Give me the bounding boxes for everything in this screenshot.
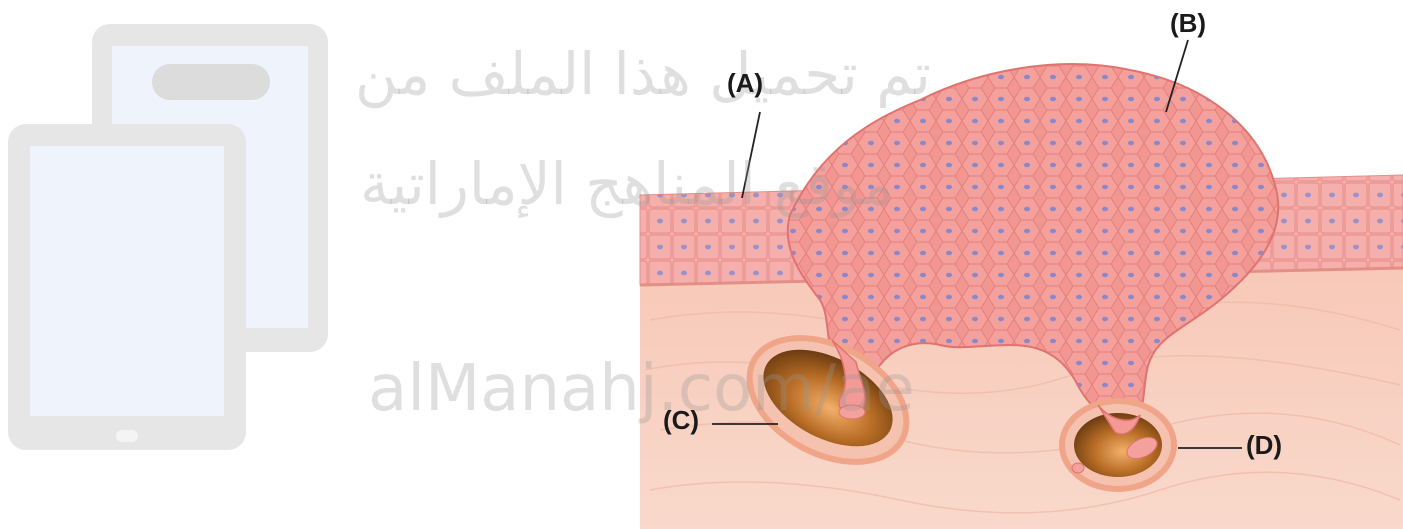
blood-vessel-d	[1062, 401, 1174, 489]
leader-line-a	[742, 112, 760, 198]
label-a: (A)	[727, 68, 763, 99]
label-d: (D)	[1246, 430, 1282, 461]
label-b: (B)	[1170, 8, 1206, 39]
tumor-cell-in-vessel-c	[839, 405, 865, 419]
label-c: (C)	[663, 405, 699, 436]
tumor-cell-in-vessel-d-2	[1072, 463, 1084, 473]
